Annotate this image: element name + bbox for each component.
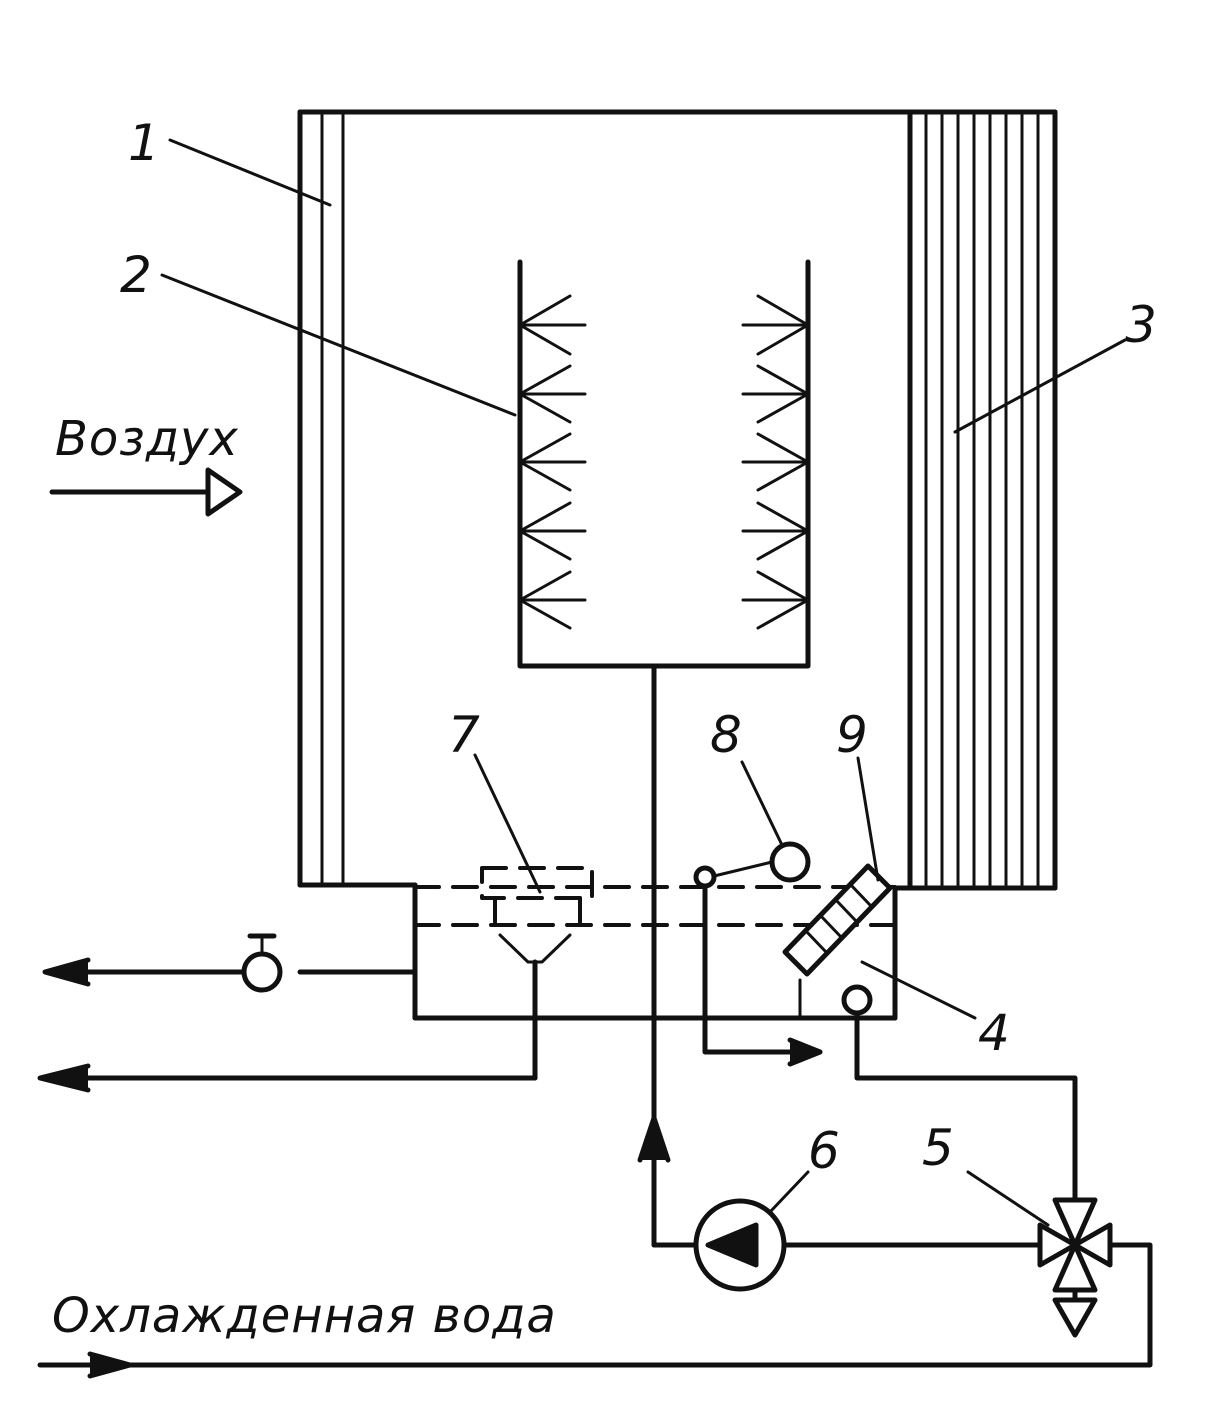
spray-nozzles-left — [518, 294, 587, 630]
overflow-funnel — [480, 866, 594, 1081]
label-8: 8 — [710, 706, 742, 764]
three-way-valve — [37, 1197, 1153, 1379]
spray-manifold — [517, 259, 811, 669]
overflow-outlet-line — [37, 1063, 538, 1093]
label-1: 1 — [128, 114, 160, 172]
float-valve — [693, 841, 823, 1067]
label-4: 4 — [978, 1004, 1010, 1062]
basin-outlet-pipe — [841, 984, 1078, 1203]
spray-nozzles-right — [741, 294, 810, 630]
circulation-pump — [651, 1198, 1043, 1292]
label-2: 2 — [120, 246, 152, 304]
label-6: 6 — [808, 1122, 840, 1180]
chilled-water-label: Охлажденная вода — [52, 1288, 557, 1344]
label-5: 5 — [922, 1119, 954, 1177]
label-7: 7 — [448, 706, 480, 764]
air-inlet-louver — [320, 110, 345, 887]
packing-fill — [907, 109, 1040, 891]
air-inlet-arrow — [49, 467, 243, 517]
strainer — [782, 863, 893, 1020]
label-9: 9 — [836, 706, 868, 764]
air-label: Воздух — [55, 411, 239, 467]
riser-pipe — [637, 663, 671, 1248]
label-3: 3 — [1125, 296, 1157, 354]
drain-line — [42, 933, 418, 993]
leader-lines — [160, 138, 1127, 1227]
